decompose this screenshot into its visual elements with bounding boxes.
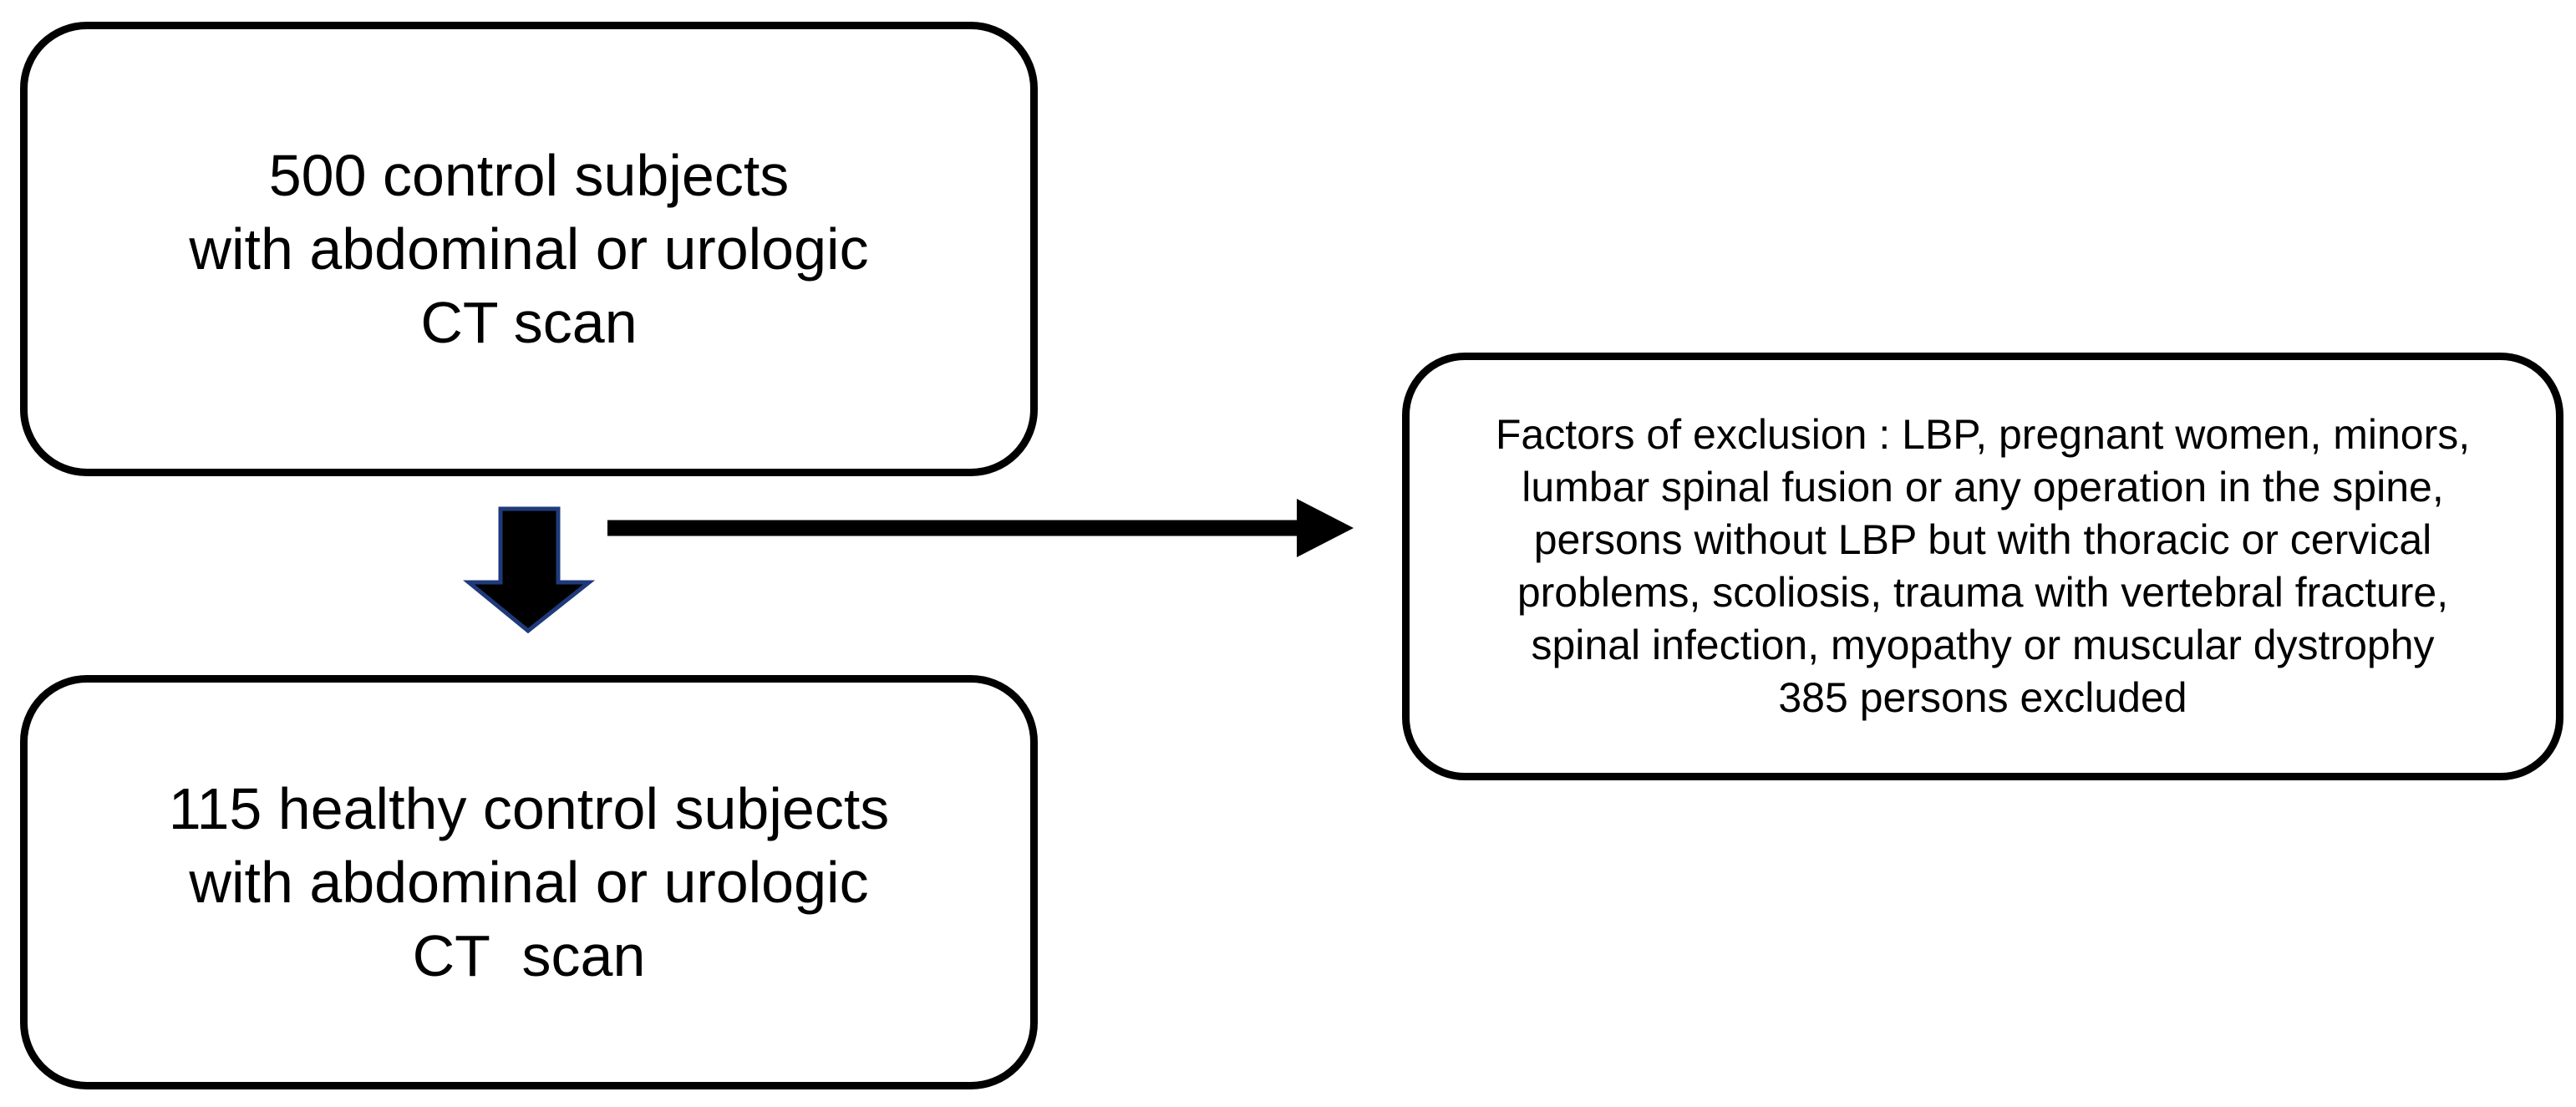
exclusion-line-3: persons without LBP but with thoracic or… <box>1533 516 2432 563</box>
excluded-count: 385 persons excluded <box>1778 674 2187 721</box>
down-arrow-icon <box>462 506 596 634</box>
exclusion-line-2: lumbar spinal fusion or any operation in… <box>1522 464 2444 510</box>
final-population-line-3: CT scan <box>412 923 646 988</box>
final-population-box: 115 healthy control subjects with abdomi… <box>20 675 1038 1089</box>
start-population-line-1: 500 control subjects <box>268 143 790 208</box>
start-population-box: 500 control subjects with abdominal or u… <box>20 22 1038 476</box>
final-population-line-2: with abdominal or urologic <box>189 850 869 915</box>
exclusion-line-5: spinal infection, myopathy or muscular d… <box>1531 622 2435 668</box>
start-population-line-2: with abdominal or urologic <box>189 216 869 282</box>
right-arrow-icon <box>1297 499 1354 557</box>
start-population-line-3: CT scan <box>420 290 638 355</box>
exclusion-line-4: problems, scoliosis, trauma with vertebr… <box>1517 569 2449 616</box>
exclusion-line-1: Factors of exclusion : LBP, pregnant wom… <box>1495 411 2471 458</box>
final-population-line-1: 115 healthy control subjects <box>168 776 890 841</box>
exclusion-criteria-box: Factors of exclusion : LBP, pregnant wom… <box>1402 353 2563 780</box>
